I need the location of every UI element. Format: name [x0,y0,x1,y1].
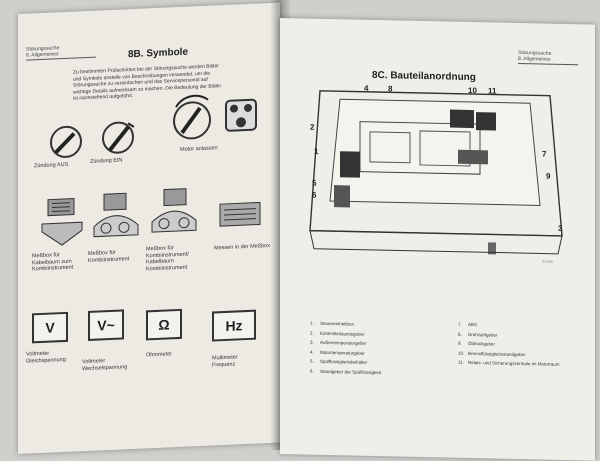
callout-10: 10 [468,85,477,96]
engine-start-icon [173,94,257,140]
open-manual: Störungssuche 8. Allgemeines 8B. Symbole… [18,0,595,461]
measuring-box-instrument-icon [93,192,139,238]
label-ohmmeter: Ohmmeter [146,351,172,359]
callout-8: 8 [388,84,393,94]
label-zuendung-aus: Zündung AUS [34,161,69,170]
figure-code: 35 9100 [542,259,553,264]
label-messen-messbox: Messen in der Meßbox [214,242,270,252]
callout-5: 5 [312,178,317,188]
right-header-rule [518,62,578,66]
ohmmeter-icon: Ω [146,308,182,341]
engine-compartment-drawing [309,90,563,255]
label-messbox-kombiinstrument: Meßbox für Kombiinstrument [88,249,130,264]
measuring-box-instrument-harness-icon [151,188,197,233]
control-unit-box [340,151,360,178]
multimeter-frequency-icon: Hz [212,309,256,342]
left-page-title: 8B. Symbole [128,46,189,61]
callout-1: 1 [314,146,319,156]
callout-6: 6 [312,190,317,200]
right-header-2: 8. Allgemeines [518,55,551,63]
component-list-left: 1.Steuereinheitbox 2.Kühlmittelstandsgeb… [310,319,450,379]
list-item: 6.Standgeber der Spülflüssigkeit [310,368,382,375]
list-item: 11.Relais- und Sicherungszentrale im Mot… [458,359,560,367]
label-voltmeter-wechsel: Voltmeter Wechselspannung [82,358,128,372]
left-page: Störungssuche 8. Allgemeines 8B. Symbole… [18,2,280,455]
voltmeter-ac-icon: V~ [88,309,124,341]
label-messbox-kabelbaum: Meßbox für Kabelbaum zum Kombiinstrument [32,252,74,273]
callout-7: 7 [542,149,547,159]
label-voltmeter-gleich: Voltmeter Gleichspannung [26,350,66,365]
measuring-box-icon [219,201,261,227]
callout-9: 9 [546,171,551,181]
label-messbox-kombi-kabelbaum: Meßbox für Kombiinstrument/ Kabelbaum Ko… [146,245,189,272]
label-zuendung-ein: Zündung EIN [90,157,123,165]
measuring-box-harness-icon [41,198,83,246]
key-on-icon [102,121,135,154]
right-page: Störungssuche 8. Allgemeines 8C. Bauteil… [280,18,595,461]
callout-4: 4 [364,83,369,93]
callout-11: 11 [488,86,497,96]
right-page-title: 8C. Bauteilanordnung [372,69,476,84]
voltmeter-dc-icon: V [32,311,68,344]
label-motor-anlassen: Motor anlassen [180,145,218,153]
callout-3: 3 [558,223,563,233]
component-list-right: 7.ABS 8.Drehzahlgeber 9.Öldruckgeber 10.… [458,320,590,370]
label-multimeter-frequenz: Multimeter Frequenz [212,354,238,369]
callout-2: 2 [310,122,315,132]
key-off-icon [50,125,82,158]
